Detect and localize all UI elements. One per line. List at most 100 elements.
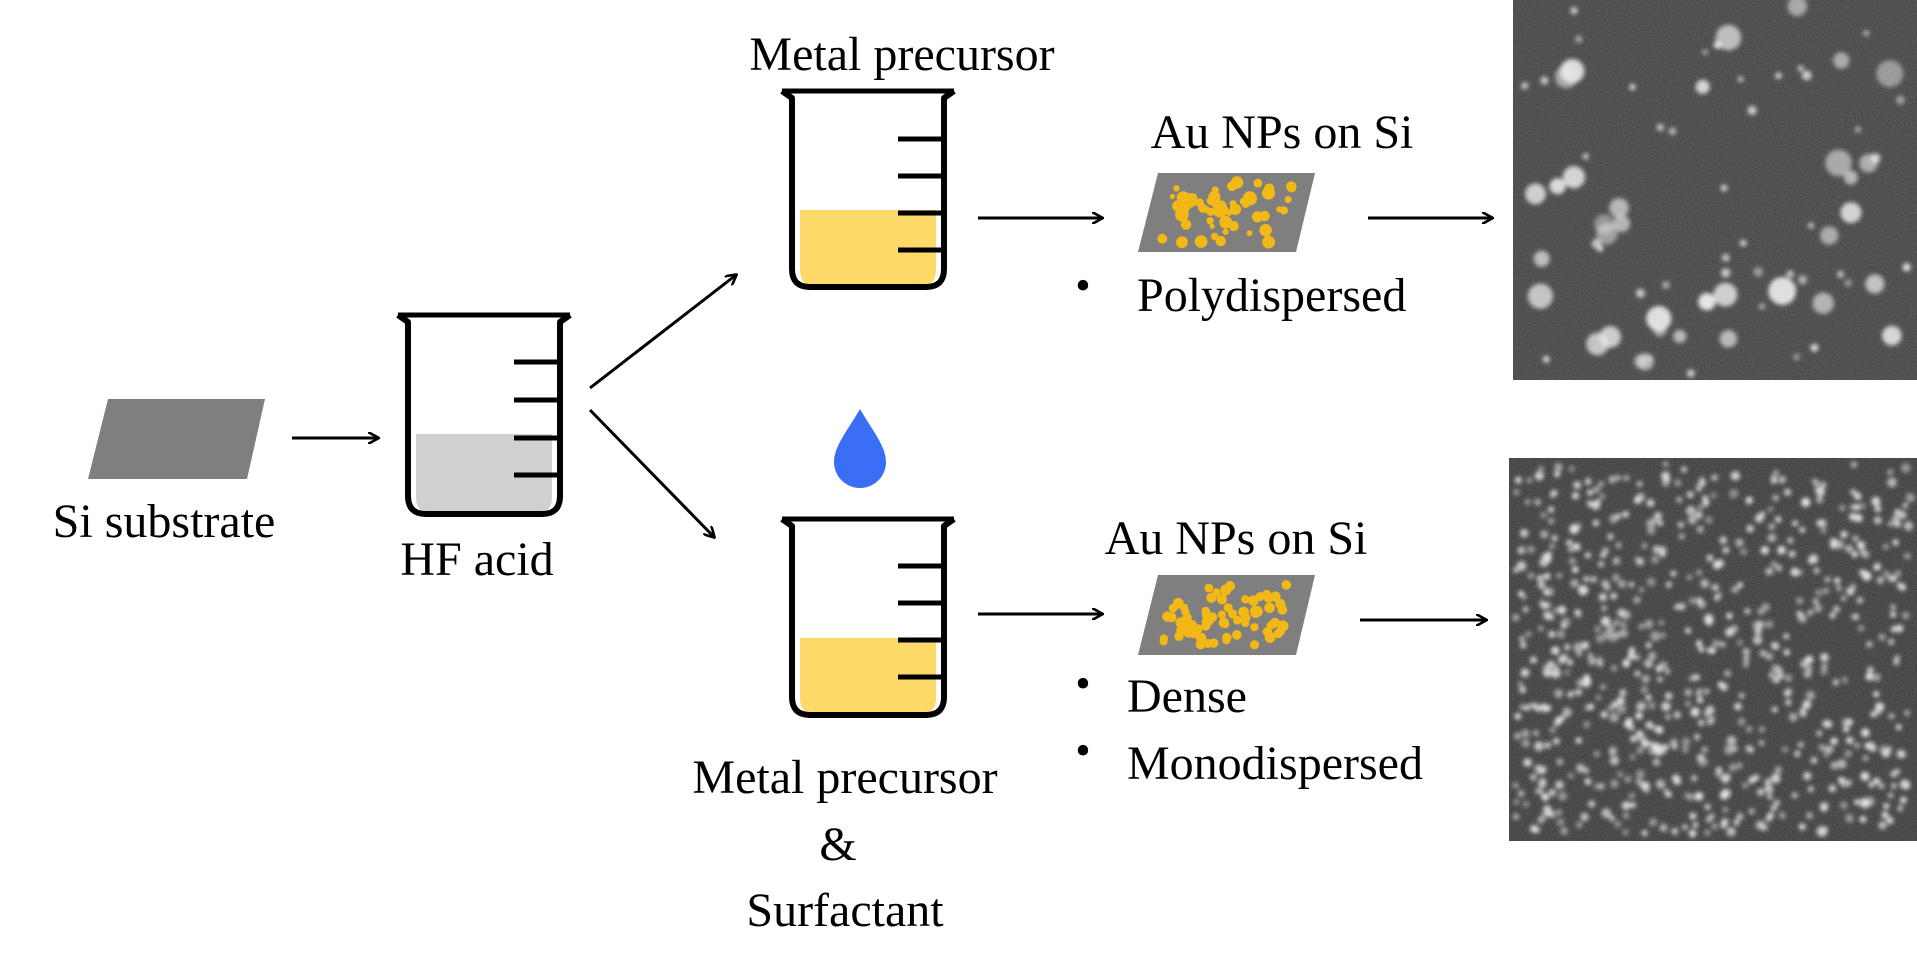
micrograph-particle	[1812, 292, 1834, 314]
micrograph-particle	[1557, 605, 1567, 615]
micrograph-particle	[1874, 702, 1885, 712]
micrograph-particle	[1696, 525, 1704, 534]
micrograph-particle	[1832, 678, 1840, 686]
micrograph-particle	[1710, 492, 1717, 499]
micrograph-particle	[1629, 84, 1636, 90]
micrograph-particle	[1807, 609, 1814, 616]
micrograph-particle	[1742, 648, 1750, 656]
nanoparticle-dot	[1180, 219, 1192, 230]
micrograph-particle	[1678, 533, 1685, 540]
micrograph-particle	[1793, 353, 1800, 361]
nanoparticle-dot	[1201, 606, 1210, 616]
micrograph-particle	[1616, 696, 1625, 705]
micrograph-particle	[1688, 829, 1697, 838]
nanoparticle-dot	[1172, 200, 1184, 212]
nanoparticle-dot	[1176, 236, 1188, 249]
micrograph-particle	[1534, 471, 1544, 481]
micrograph-particle	[1798, 823, 1806, 831]
micrograph-particle	[1544, 741, 1552, 749]
micrograph-particle	[1521, 729, 1530, 738]
micrograph-particle	[1722, 253, 1730, 262]
micrograph-particle	[1652, 758, 1661, 766]
micrograph-particle	[1695, 569, 1703, 577]
micrograph-particle	[1876, 576, 1885, 585]
micrograph-particle	[1534, 788, 1541, 794]
micrograph-particle	[1635, 730, 1644, 738]
micrograph-particle	[1590, 576, 1598, 583]
micrograph-particle	[1560, 622, 1567, 629]
si-substrate-icon	[88, 399, 265, 479]
micrograph-particle	[1575, 35, 1583, 43]
nanoparticle-dot	[1246, 230, 1253, 237]
micrograph-particle	[1788, 550, 1796, 558]
micrograph-particle	[1870, 711, 1877, 718]
micrograph-particle	[1533, 250, 1550, 267]
micrograph-particle	[1614, 631, 1621, 638]
nanoparticle-dot	[1206, 592, 1217, 603]
micrograph-particle	[1876, 60, 1904, 88]
micrograph-particle	[1873, 691, 1880, 698]
micrograph-particle	[1554, 689, 1564, 698]
micrograph-particle	[1613, 619, 1620, 626]
micrograph-particle	[1534, 742, 1542, 750]
micrograph-particle	[1797, 613, 1807, 623]
micrograph-particle	[1607, 705, 1614, 712]
micrograph-particle	[1687, 515, 1697, 525]
micrograph-particle	[1887, 477, 1897, 488]
micrograph-particle	[1671, 743, 1678, 750]
micrograph-particle	[1903, 782, 1911, 790]
micrograph-particle	[1783, 633, 1790, 640]
micrograph-particle	[1519, 704, 1526, 711]
micrograph-particle	[1687, 793, 1696, 801]
micrograph-particle	[1653, 747, 1663, 757]
micrograph-particle	[1873, 516, 1882, 525]
micrograph-particle	[1756, 788, 1765, 796]
micrograph-particle	[1595, 634, 1605, 643]
micrograph-particle	[1549, 726, 1557, 734]
micrograph-particle	[1645, 694, 1652, 701]
micrograph-particle	[1843, 726, 1850, 733]
micrograph-particle	[1681, 824, 1688, 831]
micrograph-particle	[1623, 474, 1630, 482]
micrograph-particle	[1819, 802, 1829, 811]
micrograph-particle	[1576, 763, 1585, 773]
micrograph-particle	[1674, 603, 1681, 610]
micrograph-particle	[1644, 619, 1654, 629]
micrograph-particle	[1897, 805, 1904, 812]
micrograph-particle	[1534, 764, 1542, 771]
micrograph-particle	[1737, 76, 1744, 83]
micrograph-particle	[1829, 612, 1836, 619]
nanoparticle-dot	[1259, 224, 1272, 237]
micrograph-particle	[1857, 625, 1865, 632]
micrograph-particle	[1567, 691, 1574, 698]
micrograph-particle	[1514, 713, 1522, 720]
micrograph-particle	[1686, 574, 1693, 581]
micrograph-particle	[1845, 813, 1854, 823]
micrograph-particle	[1583, 721, 1591, 729]
micrograph-particle	[1643, 740, 1650, 748]
micrograph-particle	[1854, 126, 1861, 133]
micrograph-particle	[1799, 707, 1806, 714]
micrograph-particle	[1640, 781, 1650, 791]
micrograph-particle	[1882, 543, 1889, 550]
micrograph-particle	[1772, 494, 1779, 502]
nanoparticle-dot	[1232, 615, 1242, 625]
micrograph-particle	[1617, 579, 1627, 589]
micrograph-particle	[1796, 597, 1804, 605]
micrograph-particle	[1838, 776, 1845, 784]
micrograph-particle	[1654, 512, 1662, 520]
micrograph-particle	[1812, 598, 1819, 605]
micrograph-particle	[1673, 711, 1681, 719]
micrograph-particle	[1862, 755, 1869, 762]
micrograph-particle	[1608, 475, 1616, 484]
micrograph-particle	[1888, 713, 1895, 720]
micrograph-particle	[1868, 781, 1875, 788]
micrograph-particle	[1661, 701, 1671, 712]
micrograph-particle	[1694, 792, 1704, 801]
micrograph-particle	[1887, 792, 1894, 799]
micrograph-particle	[1759, 511, 1766, 518]
micrograph-particle	[1542, 805, 1552, 814]
micrograph-particle	[1567, 772, 1574, 779]
micrograph-particle	[1540, 530, 1549, 539]
nanoparticle-dot	[1209, 223, 1215, 229]
